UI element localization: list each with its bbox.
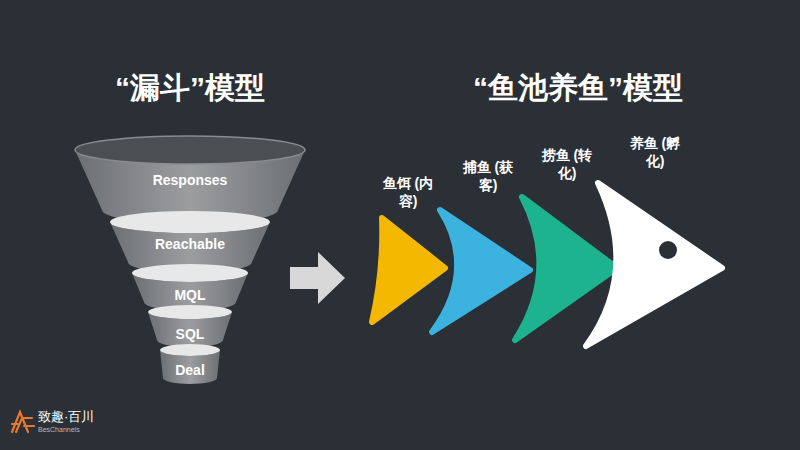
band-label: Reachable — [110, 235, 270, 253]
fish-chevron: 鱼饵 (内容) — [366, 174, 450, 327]
funnel-band: Deal — [160, 344, 220, 384]
stage-label: 捞鱼 (转化) — [535, 146, 599, 182]
band-label: Deal — [160, 361, 220, 379]
band-top — [148, 305, 232, 319]
logo-subtext: BesChannels — [38, 426, 80, 434]
band-label: MQL — [132, 286, 248, 304]
model-title: “鱼池养鱼”模型 — [378, 70, 778, 106]
band-top — [160, 344, 220, 356]
logo-icon — [12, 412, 34, 432]
fish-chevron: 捕鱼 (获客) — [428, 158, 534, 336]
funnel-band: SQL — [148, 305, 232, 347]
logo-text: 致趣·百川 — [38, 409, 94, 425]
funnel-band: Reachable — [110, 211, 270, 273]
band-top — [110, 211, 270, 233]
chevron-body — [586, 183, 722, 346]
band-top — [75, 136, 305, 164]
fish-eye — [659, 241, 677, 259]
chevron-body — [432, 210, 530, 332]
band-top — [132, 264, 248, 282]
funnel-band: MQL — [132, 264, 248, 311]
flow-arrow — [290, 252, 345, 304]
band-label: SQL — [148, 325, 232, 343]
chevron-body — [372, 218, 445, 322]
stage-label: 鱼饵 (内容) — [376, 174, 440, 210]
model-title: “漏斗”模型 — [0, 70, 390, 106]
funnel-band: Responses — [75, 136, 305, 224]
band-label: Responses — [75, 171, 305, 189]
fish-chevron: 养鱼 (孵化) — [582, 134, 726, 350]
stage-label: 捕鱼 (获客) — [456, 158, 520, 194]
stage-label: 养鱼 (孵化) — [623, 134, 687, 170]
